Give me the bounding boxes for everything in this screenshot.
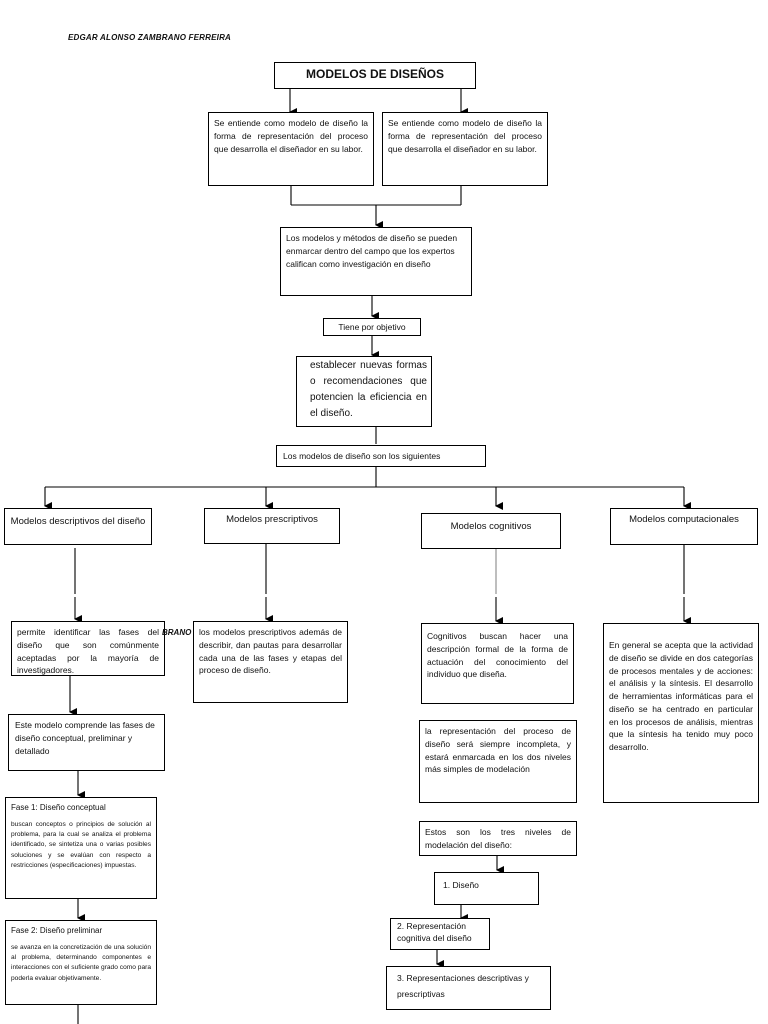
computational-desc-text: En general se acepta que la actividad de… — [609, 640, 753, 752]
cognitive-repr-box: la representación del proceso de diseño … — [419, 720, 577, 803]
models-intro-box: Los modelos de diseño son los siguientes — [276, 445, 486, 467]
ghost-fragment-1: BRANO — [162, 628, 192, 637]
cognitive-desc-text: Cognitivos buscan hacer una descripción … — [427, 631, 568, 680]
definition-right-box: Se entiende como modelo de diseño la for… — [382, 112, 548, 186]
level1-box: 1. Diseño — [434, 872, 539, 905]
phase1-box: Fase 1: Diseño conceptual buscan concept… — [5, 797, 157, 899]
objective-text: establecer nuevas formas o recomendacion… — [310, 360, 427, 419]
descriptive-phases-text: Este modelo comprende las fases de diseñ… — [15, 720, 155, 756]
prescriptive-desc-text: los modelos prescriptivos además de desc… — [199, 627, 342, 676]
level1-text: 1. Diseño — [443, 880, 479, 890]
level2-box: 2. Representación cognitiva del diseño — [390, 918, 490, 950]
level3-box: 3. Representaciones descriptivas y presc… — [386, 966, 551, 1010]
objective-label-box: Tiene por objetivo — [323, 318, 421, 336]
definition-left-text: Se entiende como modelo de diseño la for… — [214, 118, 368, 154]
objective-label-text: Tiene por objetivo — [338, 322, 406, 332]
phase2-box: Fase 2: Diseño preliminar se avanza en l… — [5, 920, 157, 1005]
model-cognitive-label: Modelos cognitivos — [450, 521, 532, 532]
descriptive-desc-box: permite identificar las fases del diseño… — [11, 621, 165, 676]
cognitive-desc-box: Cognitivos buscan hacer una descripción … — [421, 623, 574, 704]
model-descriptive-box: Modelos descriptivos del diseño — [4, 508, 152, 545]
title-box: MODELOS DE DISEÑOS — [274, 62, 476, 89]
computational-desc-box: En general se acepta que la actividad de… — [603, 623, 759, 803]
models-intro-text: Los modelos de diseño son los siguientes — [283, 451, 441, 461]
model-descriptive-label: Modelos descriptivos del diseño — [10, 516, 146, 527]
model-computational-label: Modelos computacionales — [629, 514, 739, 525]
model-cognitive-box: Modelos cognitivos — [421, 513, 561, 549]
phase1-title: Fase 1: Diseño conceptual — [11, 803, 106, 812]
phase2-text: se avanza en la concretización de una so… — [11, 944, 151, 982]
model-computational-box: Modelos computacionales — [610, 508, 758, 545]
level3-text: 3. Representaciones descriptivas y presc… — [397, 973, 529, 1000]
model-prescriptive-box: Modelos prescriptivos — [204, 508, 340, 544]
framing-text: Los modelos y métodos de diseño se puede… — [286, 233, 458, 269]
definition-left-box: Se entiende como modelo de diseño la for… — [208, 112, 374, 186]
prescriptive-desc-box: los modelos prescriptivos además de desc… — [193, 621, 348, 703]
framing-box: Los modelos y métodos de diseño se puede… — [280, 227, 472, 296]
phase1-text: buscan conceptos o principios de solució… — [11, 821, 151, 869]
objective-box: establecer nuevas formas o recomendacion… — [296, 356, 432, 427]
descriptive-desc-text: permite identificar las fases del diseño… — [17, 627, 159, 676]
level2-text: 2. Representación cognitiva del diseño — [397, 921, 472, 943]
title-text: MODELOS DE DISEÑOS — [305, 67, 445, 81]
phase2-title: Fase 2: Diseño preliminar — [11, 926, 103, 935]
cognitive-repr-text: la representación del proceso de diseño … — [425, 726, 571, 775]
definition-right-text: Se entiende como modelo de diseño la for… — [388, 118, 542, 154]
cognitive-levels-intro-text: Estos son los tres niveles de modelación… — [425, 827, 571, 850]
descriptive-phases-box: Este modelo comprende las fases de diseñ… — [8, 714, 165, 771]
model-prescriptive-label: Modelos prescriptivos — [226, 514, 318, 525]
author-name: EDGAR ALONSO ZAMBRANO FERREIRA — [68, 33, 232, 42]
cognitive-levels-intro-box: Estos son los tres niveles de modelación… — [419, 821, 577, 856]
